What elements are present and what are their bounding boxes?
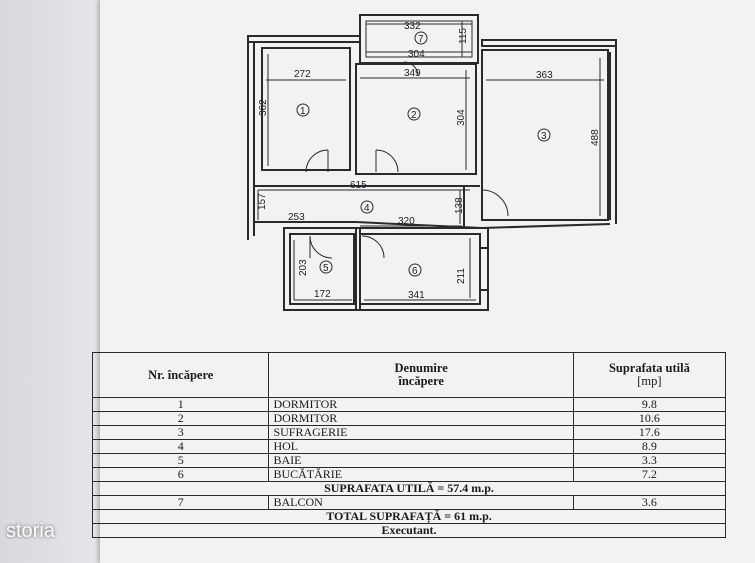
dim-615: 615 <box>350 180 367 191</box>
table-row: 2 DORMITOR 10.6 <box>91 411 727 426</box>
table-header-row: Nr. încăpere Denumire încăpere Suprafata… <box>91 352 727 398</box>
dim-349: 349 <box>404 68 421 79</box>
row-area: 9.8 <box>572 397 727 412</box>
row-nr: 1 <box>91 397 270 412</box>
row-nr: 3 <box>91 425 270 440</box>
grand-total-row: TOTAL SUPRAFAȚĂ = 61 m.p. <box>92 509 726 524</box>
dim-304-top: 304 <box>408 49 425 60</box>
room-label-4: 4 <box>364 203 370 214</box>
useful-total: SUPRAFATA UTILĂ = 57.4 m.p. <box>92 481 726 496</box>
header-nr: Nr. încăpere <box>91 352 270 398</box>
table-row: 4 HOL 8.9 <box>91 439 727 454</box>
balcony-name: BALCON <box>268 495 574 510</box>
dim-138: 138 <box>454 197 465 214</box>
room-label-5: 5 <box>323 263 329 274</box>
header-name-text: Denumire încăpere <box>394 361 448 388</box>
storia-watermark: storia <box>6 520 55 542</box>
outer-wall-top-left <box>247 35 361 43</box>
dim-272: 272 <box>294 69 311 80</box>
dim-304-right: 304 <box>456 109 467 126</box>
dim-172: 172 <box>314 289 331 300</box>
useful-total-row: SUPRAFATA UTILĂ = 57.4 m.p. <box>92 481 726 496</box>
dim-332: 332 <box>404 21 421 32</box>
rooms-table-container: Nr. încăpere Denumire încăpere Suprafata… <box>91 352 727 563</box>
room-3-outline <box>481 49 609 221</box>
row-nr: 4 <box>91 439 270 454</box>
header-area-unit: [mp] <box>637 374 662 388</box>
room-label-6: 6 <box>412 266 418 277</box>
background-strip <box>0 0 100 563</box>
room-label-7: 7 <box>418 34 424 45</box>
grand-total: TOTAL SUPRAFAȚĂ = 61 m.p. <box>92 509 726 524</box>
rooms-table: Nr. încăpere Denumire încăpere Suprafata… <box>91 352 727 538</box>
row-name: BUCĂTĂRIE <box>268 467 574 482</box>
executant: Executant. <box>92 523 726 538</box>
table-row: 5 BAIE 3.3 <box>91 453 727 468</box>
dim-341: 341 <box>408 290 425 301</box>
row-name: BAIE <box>268 453 574 468</box>
row-nr: 5 <box>91 453 270 468</box>
header-area: Suprafata utilă [mp] <box>572 352 727 398</box>
row-area: 3.3 <box>572 453 727 468</box>
executant-row: Executant. <box>92 523 726 538</box>
table-row: 3 SUFRAGERIE 17.6 <box>91 425 727 440</box>
room-label-3: 3 <box>541 131 547 142</box>
outer-wall-top-right <box>481 39 617 47</box>
floor-plan: 332 115 304 272 349 363 362 304 488 615 … <box>247 14 617 311</box>
room-5-outline <box>289 233 355 305</box>
table-row: 6 BUCĂTĂRIE 7.2 <box>91 467 727 482</box>
room-label-1: 1 <box>300 106 306 117</box>
balcony-nr: 7 <box>91 495 270 510</box>
balcony-row: 7 BALCON 3.6 <box>91 495 727 510</box>
row-name: DORMITOR <box>268 411 574 426</box>
dim-362: 362 <box>258 99 269 116</box>
room-6-outline <box>359 233 481 305</box>
dim-211: 211 <box>456 268 467 284</box>
row-name: SUFRAGERIE <box>268 425 574 440</box>
header-name: Denumire încăpere <box>268 352 574 398</box>
row-area: 7.2 <box>572 467 727 482</box>
room-2-outline <box>355 63 477 175</box>
dim-115: 115 <box>458 28 469 44</box>
dim-488: 488 <box>590 129 601 146</box>
row-nr: 6 <box>91 467 270 482</box>
dim-203: 203 <box>298 259 309 276</box>
table-row: 1 DORMITOR 9.8 <box>91 397 727 412</box>
row-area: 10.6 <box>572 411 727 426</box>
row-name: DORMITOR <box>268 397 574 412</box>
row-nr: 2 <box>91 411 270 426</box>
row-area: 17.6 <box>572 425 727 440</box>
row-area: 8.9 <box>572 439 727 454</box>
dim-157: 157 <box>257 193 268 210</box>
balcony-area: 3.6 <box>572 495 727 510</box>
header-area-text: Suprafata utilă <box>608 361 690 375</box>
room-1-outline <box>261 47 351 171</box>
row-name: HOL <box>268 439 574 454</box>
dim-320: 320 <box>398 216 415 227</box>
dim-363: 363 <box>536 70 553 81</box>
dim-253: 253 <box>288 212 305 223</box>
room-label-2: 2 <box>411 110 417 121</box>
